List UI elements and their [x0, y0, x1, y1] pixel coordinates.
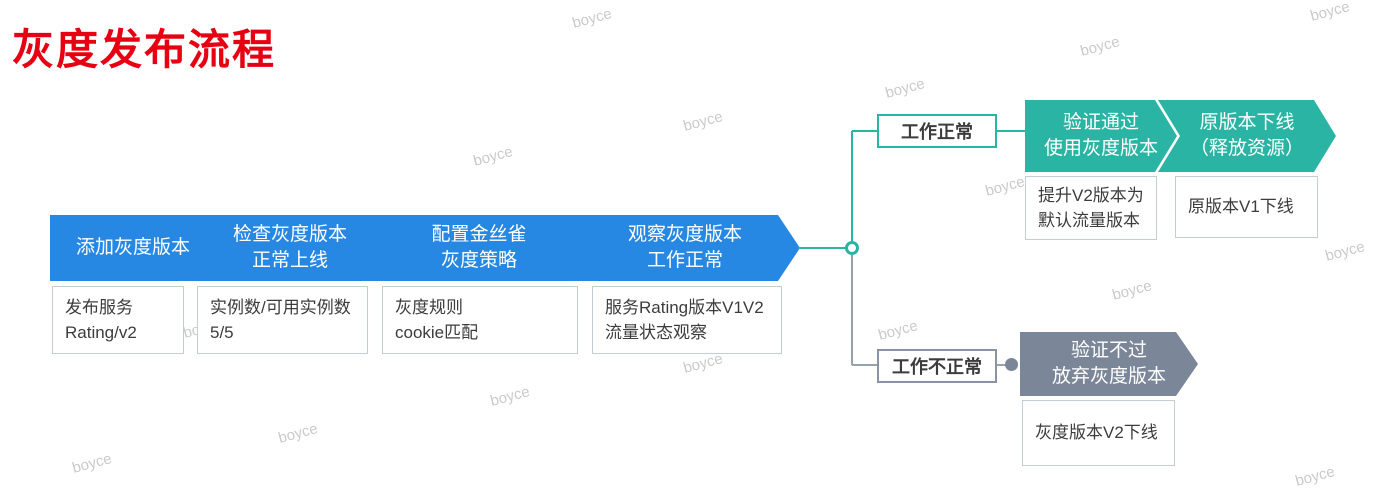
step-label: 观察灰度版本	[627, 224, 742, 246]
condition-label: 工作不正常	[892, 357, 982, 377]
watermark-text: boyce	[681, 350, 725, 377]
step-arrow-check-gray-online: 检查灰度版本 正常上线	[192, 215, 388, 281]
step-arrow-retire-old-version: 原版本下线 （释放资源）	[1158, 100, 1336, 172]
failure-branch-line-horizontal	[852, 364, 877, 366]
detail-line: 实例数/可用实例数	[210, 297, 351, 317]
detail-line: 原版本V1下线	[1188, 197, 1294, 217]
watermark-text: boyce	[276, 420, 320, 447]
watermark-text: boyce	[883, 75, 927, 102]
page-title: 灰度发布流程	[12, 26, 277, 73]
step-label: （释放资源）	[1189, 138, 1304, 159]
step-label: 检查灰度版本	[232, 224, 347, 246]
step-arrow-add-gray-version: 添加灰度版本	[50, 215, 216, 281]
branch-node-circle	[845, 241, 859, 255]
step-detail-box-publish-service: 发布服务 Rating/v2	[52, 286, 184, 354]
watermark-text: boyce	[1308, 0, 1352, 25]
step-arrow-observe-gray-version: 观察灰度版本 工作正常	[570, 215, 800, 281]
step-detail-box-v2-offline: 灰度版本V2下线	[1022, 400, 1175, 466]
failure-node-dot	[1005, 358, 1018, 371]
detail-line: 流量状态观察	[605, 323, 707, 342]
connector-flow-to-branch	[798, 247, 846, 249]
step-label: 正常上线	[251, 250, 328, 271]
watermark-text: boyce	[681, 108, 725, 135]
failure-condition-to-node-line	[997, 364, 1006, 366]
detail-line: 灰度版本V2下线	[1035, 423, 1158, 443]
step-label: 工作正常	[646, 250, 723, 271]
detail-line: 提升V2版本为	[1038, 185, 1144, 205]
watermark-text: boyce	[1323, 238, 1367, 265]
detail-line: 灰度规则	[395, 297, 463, 317]
success-condition-to-arrow-line	[997, 130, 1025, 132]
watermark-text: boyce	[876, 317, 920, 344]
watermark-text: boyce	[570, 5, 614, 32]
watermark-text: boyce	[1293, 463, 1337, 490]
step-label: 原版本下线	[1199, 112, 1295, 134]
failure-branch-line-vertical	[851, 255, 853, 365]
detail-line: 服务Rating版本V1V2	[605, 297, 764, 317]
step-detail-box-v1-offline: 原版本V1下线	[1175, 176, 1318, 238]
detail-line: cookie匹配	[395, 323, 479, 342]
step-label: 灰度策略	[440, 250, 517, 271]
watermark-text: boyce	[471, 143, 515, 170]
step-label: 配置金丝雀	[431, 224, 527, 246]
step-detail-box-traffic-observe: 服务Rating版本V1V2 流量状态观察	[592, 286, 782, 354]
step-label: 使用灰度版本	[1043, 138, 1158, 159]
detail-line: Rating/v2	[65, 323, 137, 342]
watermark-text: boyce	[983, 173, 1027, 200]
step-label: 验证不过	[1070, 340, 1147, 362]
condition-box-working-abnormal: 工作不正常	[877, 349, 997, 383]
step-detail-box-gray-rule: 灰度规则 cookie匹配	[382, 286, 578, 354]
step-detail-box-promote-v2: 提升V2版本为 默认流量版本	[1025, 176, 1157, 240]
watermark-text: boyce	[1110, 277, 1154, 304]
step-label: 添加灰度版本	[75, 237, 190, 259]
watermark-text: boyce	[488, 383, 532, 410]
detail-line: 发布服务	[65, 297, 133, 317]
success-branch-line-horizontal	[852, 130, 877, 132]
step-arrow-verify-fail: 验证不过 放弃灰度版本	[1020, 332, 1198, 396]
watermark-text: boyce	[70, 450, 114, 477]
condition-box-working-normal: 工作正常	[877, 114, 997, 148]
step-label: 放弃灰度版本	[1051, 366, 1166, 387]
detail-line: 默认流量版本	[1038, 211, 1140, 230]
step-arrow-configure-canary: 配置金丝雀 灰度策略	[365, 215, 593, 281]
success-branch-line-vertical	[851, 131, 853, 241]
detail-line: 5/5	[210, 323, 234, 342]
condition-label: 工作正常	[901, 122, 973, 142]
step-detail-box-instance-count: 实例数/可用实例数 5/5	[197, 286, 368, 354]
watermark-text: boyce	[1078, 33, 1122, 60]
step-label: 验证通过	[1062, 112, 1139, 134]
step-arrow-verify-pass: 验证通过 使用灰度版本	[1025, 100, 1177, 172]
